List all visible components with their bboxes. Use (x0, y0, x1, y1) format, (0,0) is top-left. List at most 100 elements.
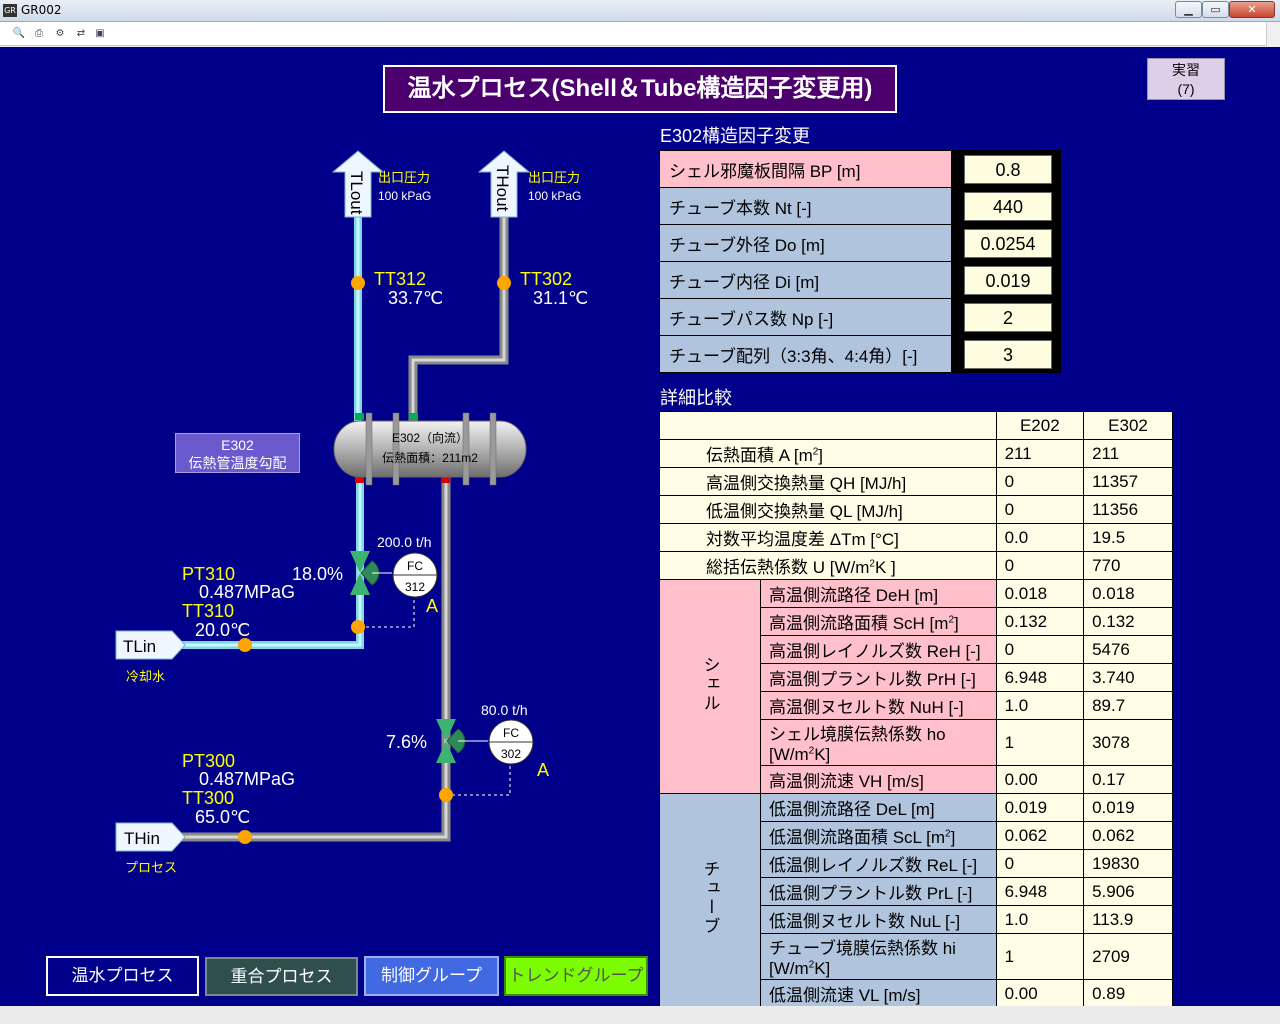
pt300-sensor-icon[interactable] (439, 788, 453, 802)
nav-control-group[interactable]: 制御グループ (364, 956, 499, 996)
detail-label: 対数平均温度差 ΔTm [°C] (659, 523, 997, 552)
status-strip (0, 1006, 1280, 1024)
nav-trend-group[interactable]: トレンドグループ (504, 956, 648, 996)
tlout-arrow[interactable]: TLout (331, 150, 385, 218)
e302-button-caption: 伝熱管温度勾配 (188, 455, 287, 471)
param-label: チューブ配列（3:3角、4:4角）[-] (659, 335, 952, 373)
value-e202: 0.0 (995, 523, 1085, 552)
fc302-number: 302 (501, 747, 521, 761)
tt312-sensor-icon[interactable] (351, 276, 365, 290)
param-row: シェル邪魔板間隔 BP [m] 0.8 (659, 150, 1061, 188)
thin-arrow[interactable]: THin (115, 822, 186, 852)
value-e302: 0.132 (1083, 607, 1173, 636)
column-header-e302: E302 (1083, 411, 1173, 440)
detail-label: 伝熱面積 A [m2] (659, 439, 997, 468)
param-value-input[interactable]: 440 (964, 191, 1052, 221)
value-e302: 0.019 (1083, 793, 1173, 822)
detail-label: 低温側流路面積 ScL [m2] (760, 821, 997, 850)
minimize-button[interactable]: ▁ (1175, 1, 1202, 18)
heat-exchanger-e302[interactable]: E302（向流） 伝熱面積：211m2 (333, 412, 527, 486)
param-value-input[interactable]: 0.019 (964, 265, 1052, 295)
param-row: チューブ内径 Di [m]0.019 (659, 261, 1061, 299)
tt300-tag: TT300 (182, 788, 234, 808)
tlin-arrow[interactable]: TLin (115, 630, 186, 660)
detail-label: 高温側交換熱量 QH [MJ/h] (659, 467, 997, 496)
param-row: チューブ本数 Nt [-]440 (659, 187, 1061, 225)
value-e302: 770 (1083, 551, 1173, 580)
detail-label: 低温側流速 VL [m/s] (760, 979, 997, 1006)
nav-warmwater-process[interactable]: 温水プロセス (46, 956, 199, 996)
detail-label: 低温側プラントル数 PrL [-] (760, 877, 997, 906)
tt310-sensor-icon[interactable] (238, 638, 252, 652)
value-e302: 2709 (1083, 933, 1173, 980)
param-value-input[interactable]: 2 (964, 302, 1052, 332)
e302-button-label: E302 (221, 437, 254, 453)
value-e302: 0.062 (1083, 821, 1173, 850)
tt310-value: 20.0℃ (195, 620, 250, 640)
param-row: チューブ配列（3:3角、4:4角）[-] 3 (659, 335, 1061, 373)
value-e302: 5476 (1083, 635, 1173, 664)
tt300-value: 65.0℃ (195, 807, 250, 827)
valve-fcv312[interactable] (350, 551, 380, 595)
value-e202: 1.0 (995, 905, 1085, 934)
close-button[interactable]: ✕ (1229, 1, 1275, 18)
thout-arrow[interactable]: THout (477, 150, 531, 218)
detail-label: 高温側レイノルズ数 ReH [-] (760, 635, 997, 664)
value-e302: 19830 (1083, 849, 1173, 878)
page-title: 温水プロセス(Shell＆Tube構造因子変更用) (383, 65, 897, 113)
link-icon[interactable]: ⇄ (76, 28, 86, 39)
detail-label: 高温側流速 VH [m/s] (760, 765, 997, 794)
column-header-e202: E202 (995, 411, 1085, 440)
value-e302: 113.9 (1083, 905, 1173, 934)
detail-label: 低温側レイノルズ数 ReL [-] (760, 849, 997, 878)
screen-icon[interactable]: ▣ (95, 28, 105, 39)
table-header-row: E202 E302 (659, 411, 1173, 440)
value-e202: 0.00 (995, 765, 1085, 794)
fc312-mode: A (426, 596, 438, 616)
e302-gradient-button[interactable]: E302 伝熱管温度勾配 (175, 433, 300, 473)
param-value-input[interactable]: 0.8 (964, 154, 1052, 184)
settings-icon[interactable]: ⚙ (55, 28, 65, 39)
detail-label: 低温側交換熱量 QL [MJ/h] (659, 495, 997, 524)
pt300-tag: PT300 (182, 751, 235, 771)
tt302-sensor-icon[interactable] (497, 276, 511, 290)
scrollbar[interactable] (1266, 22, 1280, 46)
practice-button[interactable]: 実習 (7) (1147, 58, 1225, 100)
value-e202: 0 (995, 849, 1085, 878)
thout-pressure-value: 100 kPaG (528, 189, 581, 203)
pt300-value: 0.487MPaG (199, 769, 295, 789)
tt300-sensor-icon[interactable] (238, 830, 252, 844)
valve-fcv302[interactable] (436, 719, 466, 763)
zoom-icon[interactable]: 🔍 (12, 28, 26, 39)
param-label: シェル邪魔板間隔 BP [m] (659, 150, 952, 188)
value-e202: 6.948 (995, 663, 1085, 692)
print-icon[interactable]: ⎙ (35, 28, 43, 39)
practice-button-number: (7) (1177, 81, 1195, 97)
value-e302: 19.5 (1083, 523, 1173, 552)
param-value-input[interactable]: 3 (964, 339, 1052, 369)
thin-caption: プロセス (125, 860, 177, 875)
value-e302: 0.89 (1083, 979, 1173, 1006)
hmi-canvas: TLout 出口圧力 100 kPaG THout 出口圧力 100 kPaG … (0, 47, 1280, 1006)
pt310-sensor-icon[interactable] (351, 620, 365, 634)
nav-polymer-process[interactable]: 重合プロセス (205, 957, 358, 996)
value-e302: 11357 (1083, 467, 1173, 496)
param-value-input[interactable]: 0.0254 (964, 228, 1052, 258)
maximize-button[interactable]: ▭ (1202, 1, 1229, 18)
e302-area: 伝熱面積：211m2 (382, 450, 478, 465)
tlout-pressure-label: 出口圧力 (378, 170, 430, 185)
tlin-caption: 冷却水 (126, 669, 165, 684)
value-e302: 11356 (1083, 495, 1173, 524)
value-e202: 0.00 (995, 979, 1085, 1006)
detail-label: 低温側ヌセルト数 NuL [-] (760, 905, 997, 934)
tt310-tag: TT310 (182, 601, 234, 621)
detail-label: 高温側ヌセルト数 NuH [-] (760, 691, 997, 720)
detail-label: シェル境膜伝熱係数 ho [W/m2K] (760, 719, 997, 766)
